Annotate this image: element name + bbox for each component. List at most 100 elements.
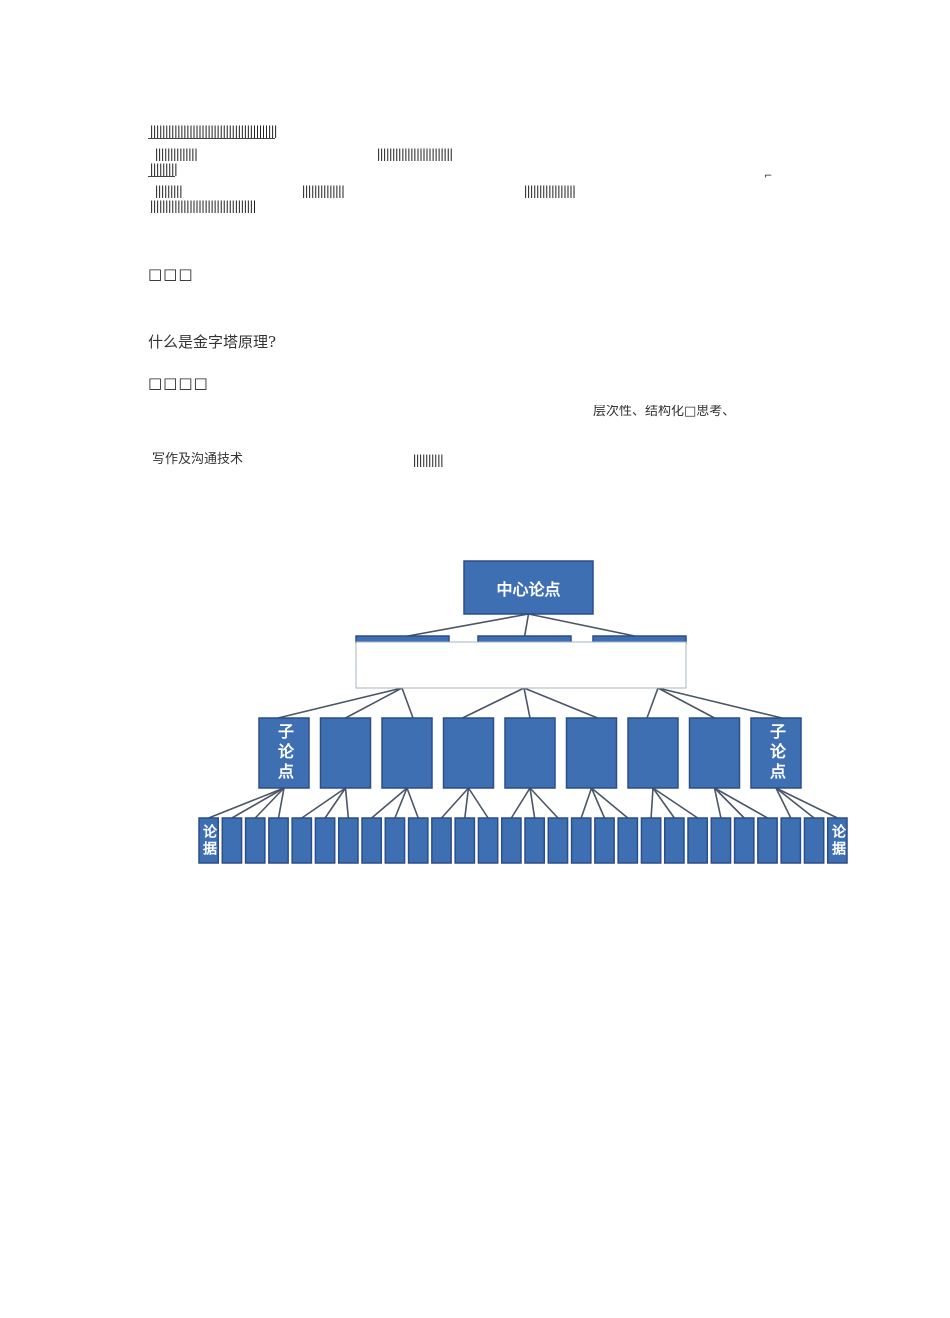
sub-point-box: [750, 717, 802, 789]
question-heading: 什么是金字塔原理?: [148, 333, 277, 351]
garbled-text: ||||||||||: [411, 453, 445, 467]
evidence-box: [710, 817, 732, 864]
connector-line: [590, 787, 629, 819]
redaction-overlay: [355, 641, 687, 689]
garbled-heading: ||||||||||||||||||||||||||||||||||||||||…: [148, 124, 279, 139]
central-point-box: [463, 560, 594, 615]
connector-line: [462, 687, 525, 719]
sub-point-box: [442, 717, 495, 789]
sub-point-box: [319, 717, 372, 789]
connector-line: [301, 787, 346, 819]
evidence-box: [454, 817, 476, 864]
evidence-box: [757, 817, 778, 864]
garbled-text: ||||||||||||||: [300, 184, 347, 198]
sub-point-box: [565, 717, 618, 789]
connector-line: [523, 613, 530, 638]
connector-line: [371, 787, 408, 819]
evidence-box: [244, 817, 266, 864]
connector-line: [324, 787, 347, 819]
sub-point-label: 子论点: [767, 723, 786, 783]
evidence-box: [780, 817, 802, 864]
connector-line: [775, 787, 815, 819]
body-text-fragment: 写作及沟通技术: [152, 452, 244, 467]
connector-line: [646, 687, 659, 719]
connector-line: [657, 687, 783, 719]
garbled-text: |||||||||||||||||||||||||: [375, 147, 455, 161]
section-heading: □□□: [148, 265, 194, 283]
evidence-box: [384, 817, 406, 864]
connector-line: [394, 787, 408, 819]
connector-line: [254, 787, 285, 819]
connector-line: [406, 787, 419, 819]
connector-line: [440, 787, 470, 819]
connector-line: [650, 787, 654, 819]
connector-line: [714, 787, 768, 819]
sub-point-box: [688, 717, 741, 789]
evidence-label: 论据: [201, 823, 217, 858]
section-heading: □□□□: [148, 374, 209, 392]
connector-line: [528, 613, 640, 638]
evidence-box: [687, 817, 709, 864]
evidence-box: [407, 817, 429, 864]
connector-line: [523, 687, 598, 719]
connector-line: [775, 787, 792, 819]
evidence-box: [594, 817, 615, 864]
garbled-text: |||||||||: [153, 184, 184, 198]
connector-line: [529, 787, 536, 819]
garbled-text: ||||||||||||||: [153, 147, 200, 161]
evidence-box: [431, 817, 452, 864]
evidence-box: [547, 817, 569, 864]
evidence-label: 论据: [830, 823, 846, 858]
connector-line: [463, 787, 470, 819]
evidence-box: [640, 817, 662, 864]
connector-line: [277, 687, 403, 719]
sub-point-label: 子论点: [275, 723, 294, 783]
evidence-box: [314, 817, 336, 864]
evidence-box: [803, 817, 825, 864]
connector-line: [590, 787, 606, 819]
evidence-box: [361, 817, 383, 864]
evidence-box: [337, 817, 359, 864]
connector-line: [529, 787, 559, 819]
sub-point-box: [258, 717, 310, 789]
evidence-box: [826, 817, 848, 864]
evidence-box: [500, 817, 522, 864]
connector-line: [523, 687, 531, 719]
connector-line: [344, 787, 350, 819]
evidence-box: [733, 817, 755, 864]
evidence-box: [221, 817, 243, 864]
connector-line: [345, 687, 403, 719]
connector-line: [401, 687, 414, 719]
garbled-link[interactable]: |||||||||: [148, 162, 179, 177]
body-text-fragment: 层次性、结构化□思考、: [593, 405, 736, 417]
connector-line: [713, 787, 745, 819]
connector-line: [580, 787, 593, 819]
sub-point-box: [504, 717, 556, 789]
evidence-box: [291, 817, 313, 864]
connector-line: [652, 787, 676, 819]
connector-line: [467, 787, 489, 819]
connector-line: [277, 787, 285, 819]
evidence-box: [198, 817, 220, 864]
connector-line: [657, 687, 715, 719]
sub-point-box: [381, 717, 433, 789]
connector-line: [652, 787, 699, 819]
evidence-box: [617, 817, 639, 864]
evidence-box: [570, 817, 592, 864]
sub-point-box: [627, 717, 679, 789]
garbled-text: |||||||||||||||||: [522, 184, 578, 198]
evidence-box: [663, 817, 685, 864]
connector-line: [402, 613, 529, 638]
central-point-label: 中心论点: [496, 580, 560, 599]
connector-line: [775, 787, 838, 819]
connector-line: [208, 787, 285, 819]
garbled-text: |||||||||||||||||||||||||||||||||||: [148, 199, 258, 213]
connector-line: [231, 787, 285, 819]
connector-line: [510, 787, 531, 819]
corner-mark: ⌐: [764, 171, 773, 182]
evidence-box: [268, 817, 289, 864]
evidence-box: [524, 817, 546, 864]
connector-line: [713, 787, 722, 819]
evidence-box: [477, 817, 499, 864]
